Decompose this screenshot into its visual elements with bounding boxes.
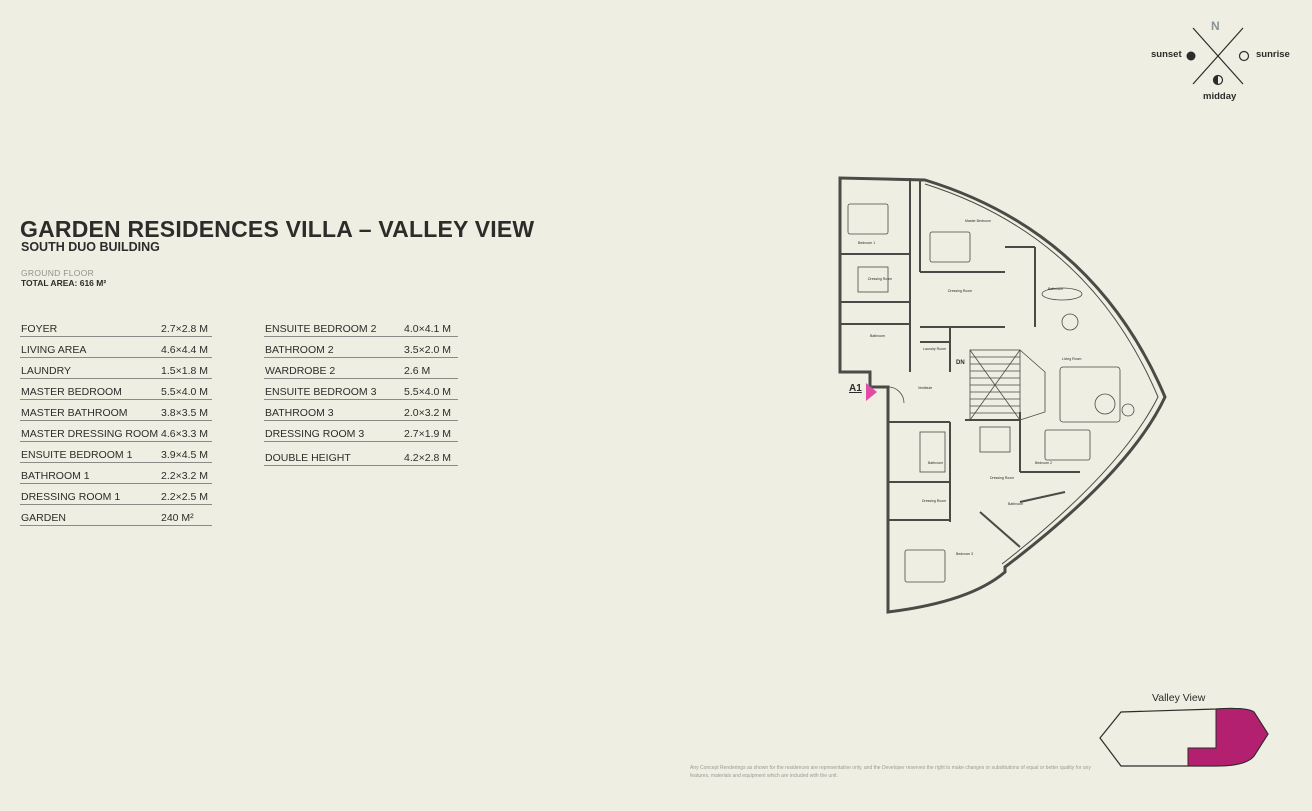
stairs	[969, 349, 1046, 421]
room-label: Dressing Room	[948, 289, 972, 293]
room-name: BATHROOM 3	[264, 399, 404, 421]
room-size: 4.0×4.1 M	[404, 316, 458, 337]
room-name: BATHROOM 2	[264, 336, 404, 358]
compass: N sunset sunrise midday	[1148, 16, 1298, 106]
floor-label: GROUND FLOOR	[21, 268, 95, 278]
keyplan	[1099, 707, 1269, 767]
room-name: MASTER DRESSING ROOM	[20, 420, 161, 442]
room-size: 5.5×4.0 M	[161, 378, 212, 400]
room-size: 4.6×3.3 M	[161, 420, 212, 442]
sunrise-label: sunrise	[1256, 49, 1290, 60]
room-label: Living Room	[1062, 357, 1082, 361]
room-label: Bedroom 3	[956, 552, 973, 556]
room-name: GARDEN	[20, 504, 161, 526]
floor-plan: DN Bedroom 1 Master Bedroom Dressing Roo…	[838, 176, 1167, 614]
keyplan-highlight	[1187, 707, 1269, 767]
room-size: 2.2×2.5 M	[161, 483, 212, 505]
room-name: ENSUITE BEDROOM 2	[264, 316, 404, 337]
sunrise-icon	[1238, 50, 1250, 62]
room-label: Vestibule	[918, 386, 932, 390]
room-size: 240 M²	[161, 504, 212, 526]
room-size: 4.2×2.8 M	[404, 441, 458, 466]
room-name: MASTER BATHROOM	[20, 399, 161, 421]
sunset-label: sunset	[1151, 49, 1182, 60]
room-label: Master Bedroom	[965, 219, 991, 223]
room-label: Bathroom	[1048, 287, 1063, 291]
total-area: TOTAL AREA: 616 M²	[21, 278, 107, 288]
compass-cross-icon	[1186, 27, 1250, 86]
room-label: Dressing Room	[922, 499, 946, 503]
midday-label: midday	[1203, 91, 1237, 102]
room-label: Bathroom	[870, 334, 885, 338]
disclaimer: Any Concept Renderings as shown for the …	[690, 765, 1091, 779]
room-size: 3.5×2.0 M	[404, 336, 458, 358]
room-name: DOUBLE HEIGHT	[264, 441, 404, 466]
room-name: LAUNDRY	[20, 357, 161, 379]
keyplan-title: Valley View	[1152, 692, 1206, 704]
entrance-arrow-icon	[866, 383, 877, 401]
room-name: DRESSING ROOM 1	[20, 483, 161, 505]
entrance-label: A1	[849, 383, 862, 394]
room-size: 2.0×3.2 M	[404, 399, 458, 421]
room-name: MASTER BEDROOM	[20, 378, 161, 400]
room-size: 2.7×2.8 M	[161, 316, 212, 337]
room-name: ENSUITE BEDROOM 3	[264, 378, 404, 400]
outer-wall	[838, 176, 1167, 614]
north-label: N	[1211, 19, 1220, 33]
room-label: Bathroom	[1008, 502, 1023, 506]
room-size: 5.5×4.0 M	[404, 378, 458, 400]
page-title: GARDEN RESIDENCES VILLA – VALLEY VIEW	[20, 216, 535, 242]
room-size: 2.6 M	[404, 357, 458, 379]
room-name: LIVING AREA	[20, 336, 161, 358]
room-label: Bedroom 2	[1035, 461, 1052, 465]
room-name: WARDROBE 2	[264, 357, 404, 379]
room-size: 1.5×1.8 M	[161, 357, 212, 379]
room-size: 3.9×4.5 M	[161, 441, 212, 463]
room-name: BATHROOM 1	[20, 462, 161, 484]
room-size: 3.8×3.5 M	[161, 399, 212, 421]
room-label: Dressing Room	[990, 476, 1014, 480]
room-label: Laundry Room	[923, 347, 946, 351]
room-size: 2.2×3.2 M	[161, 462, 212, 484]
room-label: Bathroom	[928, 461, 943, 465]
sunset-icon	[1186, 51, 1196, 61]
room-size: 2.7×1.9 M	[404, 420, 458, 442]
room-label: Bedroom 1	[858, 241, 875, 245]
room-name: DRESSING ROOM 3	[264, 420, 404, 442]
room-size: 4.6×4.4 M	[161, 336, 212, 358]
room-name: FOYER	[20, 316, 161, 337]
furniture	[847, 203, 1135, 583]
stair-label: DN	[956, 360, 965, 366]
room-name: ENSUITE BEDROOM 1	[20, 441, 161, 463]
room-label: Dressing Room	[868, 277, 892, 281]
building-subtitle: SOUTH DUO BUILDING	[21, 240, 160, 254]
